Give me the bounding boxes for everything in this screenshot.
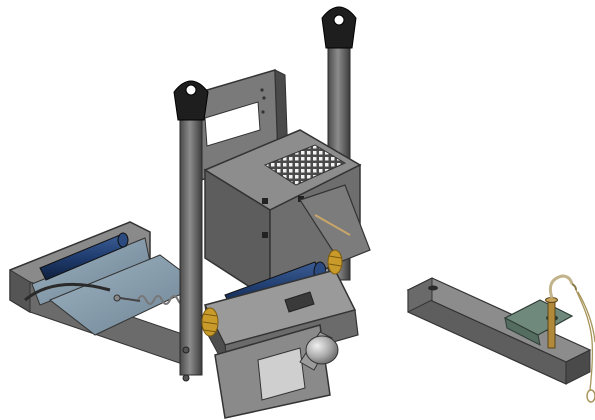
drawbar-hole <box>428 285 438 291</box>
gold-spring-left <box>201 307 219 337</box>
tow-ball <box>299 331 339 371</box>
tow-hitch-assembly <box>9 6 371 419</box>
rear-roller <box>39 232 129 281</box>
base-rod <box>24 282 111 302</box>
coupling-carriage <box>203 269 359 419</box>
hitch-drawbar-with-pin <box>406 274 595 403</box>
vent-grid <box>263 144 347 186</box>
bolt <box>182 346 190 354</box>
control-box <box>203 129 362 302</box>
bolt <box>182 374 190 382</box>
gold-spring-right <box>327 249 343 275</box>
side-bracket <box>299 184 371 263</box>
hitch-pin <box>545 274 577 349</box>
left-upright-post <box>173 80 209 376</box>
safety-chain <box>575 289 595 403</box>
carriage-label-plate <box>284 291 315 313</box>
drawbar-end <box>565 349 591 385</box>
bracket-pin <box>314 214 351 236</box>
tension-spring <box>113 294 187 305</box>
